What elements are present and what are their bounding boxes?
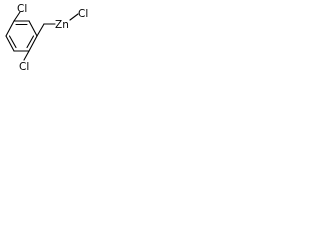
atom-label-cl-top: Cl (17, 3, 27, 15)
ring-bond-lower-left (5, 35, 15, 52)
benzene-ring (5, 20, 38, 52)
ring-bond-upper-right (28, 20, 38, 37)
bond-zn-to-cl (69, 13, 79, 21)
ring-bond-upper-left (5, 20, 15, 37)
ring-bond-lower-right (28, 35, 38, 52)
bond-to-cl-bottom (23, 50, 30, 61)
bond-to-cl-top (13, 11, 21, 22)
bond-ring-to-ch2 (36, 23, 45, 37)
atom-label-zn: Zn (55, 19, 69, 31)
ring-double-bond-right (26, 35, 35, 49)
atom-label-cl-bottom: Cl (19, 61, 29, 73)
ring-double-bond-left (8, 35, 17, 49)
structural-formula: Cl Cl Zn Cl (5, 3, 88, 73)
atom-label-cl-zn: Cl (78, 8, 88, 20)
